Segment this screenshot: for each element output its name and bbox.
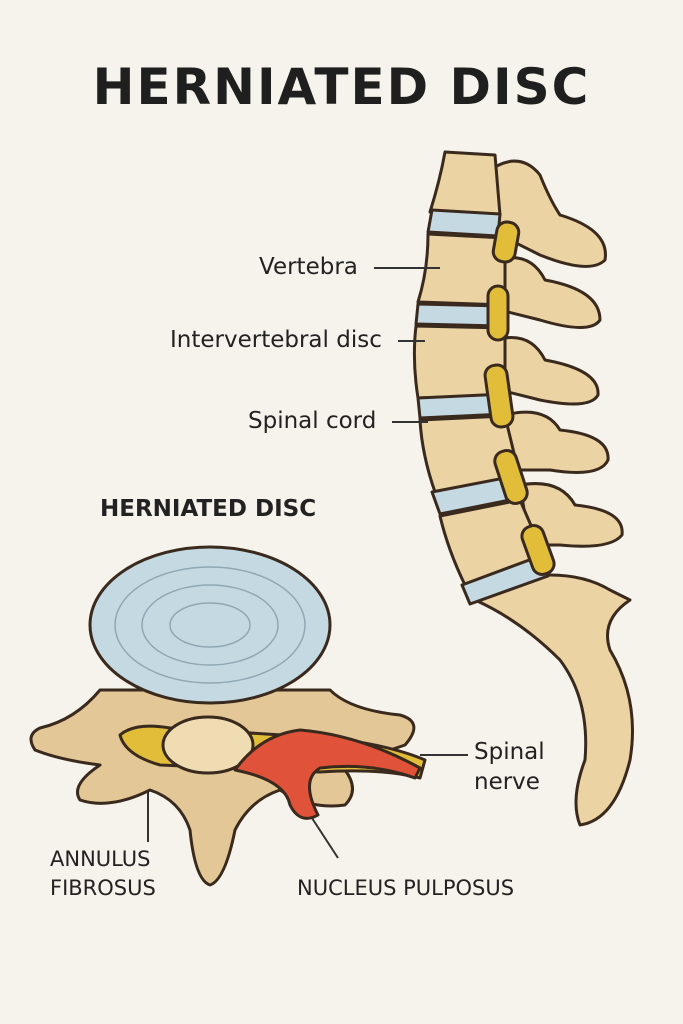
label-annulus-line2: FIBROSUS [50,876,156,900]
spinous-process [503,410,610,474]
label-intervertebral-disc: Intervertebral disc [170,327,382,353]
label-annulus-line1: ANNULUS [50,847,151,871]
label-spinal-nerve-line1: Spinal [474,739,545,765]
label-spinal-nerve-line2: nerve [474,769,540,795]
spinal-cord-segment [483,363,515,429]
spinal-canal [161,715,255,775]
spinous-process [493,336,600,406]
axial-view [29,545,427,887]
intervertebral-disc [460,554,550,606]
page-title: HERNIATED DISC [92,58,591,116]
label-spinal-nerve: Spinal nerve [474,737,545,797]
herniated-nucleus [233,728,422,820]
lumbar-spine [412,150,634,827]
disc-rings [114,566,306,684]
intervertebral-disc [426,208,502,238]
spinous-process [518,482,624,548]
section-title: HERNIATED DISC [100,496,317,522]
label-vertebra: Vertebra [259,254,358,280]
disc-axial [88,545,332,705]
label-annulus-fibrosus: ANNULUS FIBROSUS [50,845,156,903]
spinal-cord-segment [520,524,556,576]
spinous-process [493,256,602,329]
label-nucleus-pulposus: NUCLEUS PULPOSUS [297,876,515,900]
vertebra-body [428,150,502,217]
sacrum [468,573,634,827]
label-spinal-cord: Spinal cord [248,408,377,434]
spinal-cord-segment [486,284,510,342]
spinal-cord-segment [491,220,521,264]
spinal-cord-segment [493,449,529,505]
